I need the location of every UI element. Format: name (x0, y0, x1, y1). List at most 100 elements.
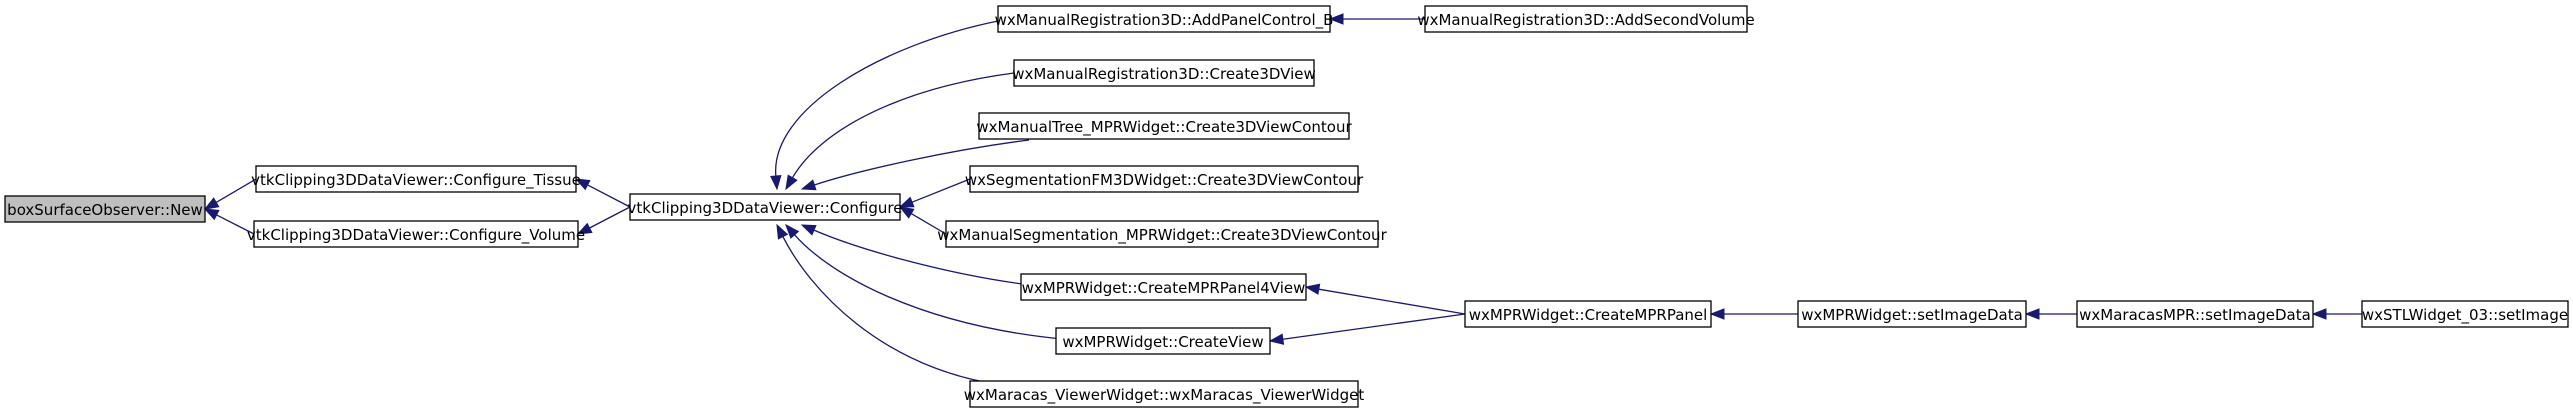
node-box (978, 112, 1350, 140)
graph-node[interactable]: wxManualRegistration3D::AddSecondVolume (1417, 5, 1755, 33)
arrowhead-icon (203, 208, 220, 221)
graph-node[interactable]: vtkClipping3DDataViewer::Configure (628, 193, 903, 221)
graph-edge (776, 223, 996, 385)
graph-edge (785, 72, 1015, 191)
node-box (629, 193, 901, 221)
node-box (1464, 300, 1712, 328)
node-box (969, 380, 1359, 408)
node-label: wxManualSegmentation_MPRWidget::Create3D… (937, 226, 1387, 245)
arrowhead-icon (770, 175, 782, 191)
graph-edge (898, 206, 947, 235)
arrowhead-icon (2311, 308, 2327, 320)
arrowhead-icon (1304, 283, 1321, 295)
node-label: wxMaracas_ViewerWidget::wxMaracas_Viewer… (964, 386, 1365, 405)
arrowhead-icon (800, 179, 817, 191)
edge-line (587, 184, 631, 208)
arrowhead-icon (203, 197, 220, 210)
edge-line (1318, 288, 1466, 315)
graph-edge (898, 178, 971, 208)
edge-line (216, 214, 255, 235)
edge-line (775, 20, 999, 177)
node-label: boxSurfaceObserver::New (7, 201, 203, 219)
arrowhead-icon (1268, 333, 1285, 345)
graph-edge (576, 206, 631, 235)
node-label: vtkClipping3DDataViewer::Configure_Tissu… (251, 171, 581, 190)
node-box (1020, 273, 1307, 301)
graph-node[interactable]: vtkClipping3DDataViewer::Configure_Volum… (247, 220, 585, 248)
edge-line (589, 206, 631, 229)
graph-node[interactable]: wxMPRWidget::CreateView (1055, 327, 1271, 355)
node-box (997, 5, 1331, 33)
node-label: wxMPRWidget::setImageData (1801, 306, 2023, 324)
graph-node[interactable]: wxMPRWidget::CreateMPRPanel4View (1020, 273, 1307, 301)
node-box (4, 195, 206, 223)
arrowhead-icon (1709, 308, 1725, 320)
graph-node[interactable]: boxSurfaceObserver::New (4, 195, 206, 223)
edge-line (911, 178, 971, 203)
graph-edge (203, 208, 255, 235)
node-label: wxMPRWidget::CreateView (1062, 333, 1263, 351)
arrowhead-icon (2024, 308, 2040, 320)
graph-edge (1268, 313, 1466, 345)
node-box (1013, 59, 1315, 87)
node-label: wxMPRWidget::CreateMPRPanel4View (1022, 279, 1306, 297)
graph-edge (203, 178, 257, 210)
graph-node[interactable]: wxManualTree_MPRWidget::Create3DViewCont… (976, 112, 1352, 140)
arrowhead-icon (785, 223, 800, 239)
node-box (1055, 327, 1271, 355)
node-label: vtkClipping3DDataViewer::Configure (628, 199, 903, 217)
graph-node[interactable]: wxSTLWidget_03::setImage (2361, 300, 2569, 328)
node-label: wxMPRWidget::CreateMPRPanel (1469, 306, 1708, 324)
graph-node[interactable]: wxManualSegmentation_MPRWidget::Create3D… (937, 220, 1388, 248)
graph-node[interactable]: wxMPRWidget::setImageData (1797, 300, 2027, 328)
graph-node[interactable]: wxManualRegistration3D::AddPanelControl_… (995, 5, 1334, 33)
graph-edge (770, 20, 999, 191)
edge-line (813, 229, 1031, 286)
graph-edge (2024, 308, 2077, 320)
node-box (945, 220, 1379, 248)
node-label: wxMaracasMPR::setImageData (2079, 306, 2311, 324)
node-box (2361, 300, 2569, 328)
node-label: wxManualRegistration3D::AddSecondVolume (1417, 11, 1754, 29)
graph-edge (1709, 308, 1798, 320)
node-label: vtkClipping3DDataViewer::Configure_Volum… (247, 226, 585, 245)
arrowhead-icon (1328, 13, 1344, 25)
node-box (2076, 300, 2314, 328)
edge-line (814, 139, 1030, 186)
nodes-layer: boxSurfaceObserver::NewvtkClipping3DData… (4, 5, 2569, 408)
graph-node[interactable]: wxMPRWidget::CreateMPRPanel (1464, 300, 1712, 328)
graph-node[interactable]: vtkClipping3DDataViewer::Configure_Tissu… (251, 165, 581, 193)
arrowhead-icon (574, 178, 591, 191)
arrowhead-icon (800, 224, 817, 236)
arrowhead-icon (576, 222, 593, 235)
node-label: wxSTLWidget_03::setImage (2362, 306, 2568, 325)
edge-line (215, 178, 257, 203)
node-label: wxManualRegistration3D::AddPanelControl_… (995, 11, 1334, 30)
node-box (1424, 5, 1748, 33)
node-label: wxManualRegistration3D::Create3DView (1012, 65, 1316, 83)
graph-edge (800, 224, 1031, 286)
arrowhead-icon (785, 174, 798, 191)
graph-edge (785, 223, 1063, 340)
node-box (969, 165, 1359, 193)
graph-node[interactable]: wxMaracas_ViewerWidget::wxMaracas_Viewer… (964, 380, 1365, 408)
node-box (1797, 300, 2027, 328)
graph-edge (574, 178, 631, 208)
node-box (255, 165, 577, 193)
node-label: wxManualTree_MPRWidget::Create3DViewCont… (976, 118, 1352, 137)
edge-line (791, 72, 1015, 179)
graph-edge (1328, 13, 1425, 25)
graph-node[interactable]: wxManualRegistration3D::Create3DView (1012, 59, 1316, 87)
graph-edge (800, 139, 1030, 191)
edge-line (910, 213, 947, 235)
node-label: wxSegmentationFM3DWidget::Create3DViewCo… (965, 171, 1364, 189)
graph-node[interactable]: wxSegmentationFM3DWidget::Create3DViewCo… (965, 165, 1364, 193)
graph-edge (1304, 283, 1466, 315)
edge-line (1282, 313, 1466, 340)
graph-node[interactable]: wxMaracasMPR::setImageData (2076, 300, 2314, 328)
edge-line (794, 234, 1063, 340)
edge-line (782, 236, 996, 385)
graph-edge (2311, 308, 2362, 320)
edges-layer (203, 13, 2362, 385)
